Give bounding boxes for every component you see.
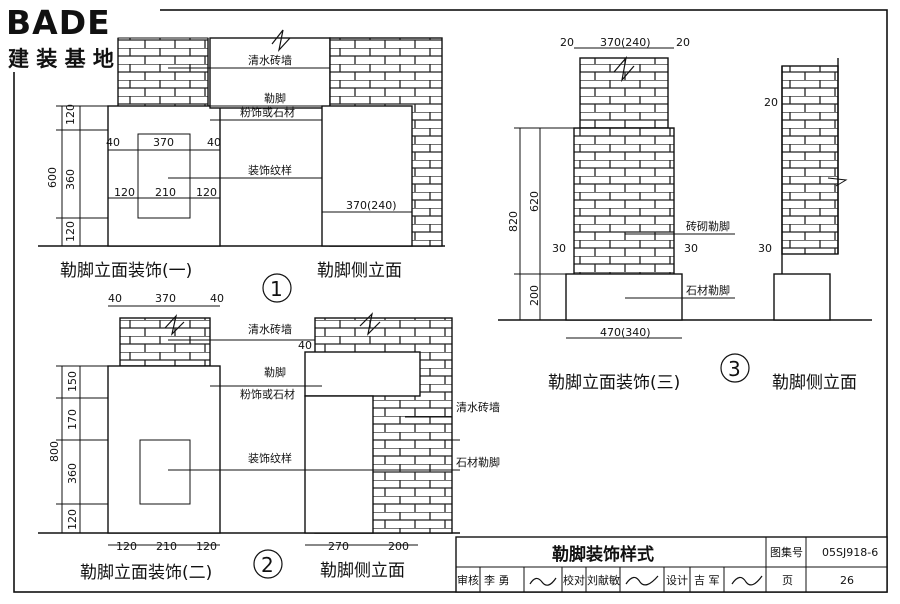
dim-120-b: 120	[196, 186, 217, 199]
fig2-side-title: 勒脚侧立面	[320, 561, 405, 581]
check-label: 校对	[563, 573, 585, 587]
dim-30-left: 30	[552, 242, 566, 255]
dim-40-right: 40	[207, 136, 221, 149]
design-label: 设计	[666, 574, 688, 587]
fig3-number-circle	[720, 353, 750, 383]
checker-signature	[625, 575, 659, 586]
dim-40-left: 40	[106, 136, 120, 149]
dim-270: 270	[328, 540, 349, 553]
dim-210: 210	[156, 540, 177, 553]
fig1-side-title: 勒脚侧立面	[317, 261, 402, 281]
dim-360: 360	[64, 169, 77, 190]
decoration-panel	[137, 133, 191, 219]
dim-370-240: 370(240)	[346, 199, 397, 212]
stone-plinth	[565, 273, 683, 321]
figure-1: 120 360 120 600 40 370 40 120 210 120 37…	[38, 29, 445, 303]
side-plinth	[304, 395, 374, 534]
note-brick-wall: 清水砖墙	[248, 322, 292, 336]
fig1-number-circle	[262, 273, 292, 303]
dim-40-right: 40	[210, 292, 224, 305]
dim-120-top: 120	[64, 104, 77, 125]
dim-620: 620	[528, 191, 541, 212]
break-mark	[613, 55, 635, 83]
dim-200: 200	[528, 285, 541, 306]
plinth-front	[107, 365, 221, 534]
atlas-number: 05SJ918-6	[822, 546, 878, 559]
designer-name: 吉 军	[694, 574, 720, 587]
checker-name: 刘献敏	[587, 573, 620, 587]
review-label: 审核	[457, 573, 479, 587]
side-cap	[304, 351, 421, 397]
side-stone-plinth	[773, 273, 831, 321]
note-brick-wall-side: 清水砖墙	[456, 400, 500, 414]
dim-370-240: 370(240)	[600, 36, 651, 49]
designer-signature	[731, 575, 763, 586]
figure-3: 20 370(240) 20 620 200 820 30 30 470(340…	[498, 36, 872, 393]
fig3-number: 3	[728, 357, 741, 381]
note-plaster-stone: 粉饰或石材	[240, 387, 295, 401]
sheet-border	[13, 9, 888, 593]
dim-20-right: 20	[676, 36, 690, 49]
reviewer-name: 李 勇	[484, 573, 510, 587]
dim-120: 120	[66, 509, 79, 530]
plinth-front	[107, 105, 221, 247]
dim-170: 170	[66, 409, 79, 430]
logo-brand: BADE	[6, 3, 111, 42]
note-plaster-stone: 粉饰或石材	[240, 105, 295, 119]
brick-wall	[119, 317, 211, 367]
figure-2: 40 370 40 150 170 360 120 800 120 210 12…	[38, 292, 500, 583]
dim-210: 210	[155, 186, 176, 199]
dim-120-bottom: 120	[64, 221, 77, 242]
dim-120-a: 120	[116, 540, 137, 553]
dim-370: 370	[153, 136, 174, 149]
note-plinth: 勒脚	[264, 91, 286, 105]
dim-40-side: 40	[298, 339, 312, 352]
page-label: 页	[782, 574, 793, 587]
dim-120-b: 120	[196, 540, 217, 553]
dim-150: 150	[66, 371, 79, 392]
dim-360: 360	[66, 463, 79, 484]
title-block: 勒脚装饰样式 图集号 05SJ918-6 审核 李 勇 校对 刘献敏 设计 吉 …	[455, 536, 888, 593]
fig2-number: 2	[261, 553, 274, 577]
fig2-number-circle	[253, 549, 283, 579]
dim-120-a: 120	[114, 186, 135, 199]
dim-600: 600	[46, 167, 59, 188]
note-stone-plinth: 石材勒脚	[456, 455, 500, 469]
brick-plinth	[573, 127, 675, 275]
break-mark	[164, 313, 185, 336]
dim-200: 200	[388, 540, 409, 553]
note-pattern: 装饰纹样	[248, 163, 292, 177]
note-plinth: 勒脚	[264, 365, 286, 379]
fig2-front-title: 勒脚立面装饰(二)	[80, 563, 212, 583]
logo-subtitle: 建 装 基 地	[8, 47, 114, 71]
decoration-panel	[139, 439, 191, 505]
fig3-front-title: 勒脚立面装饰(三)	[548, 373, 680, 393]
dim-820: 820	[507, 211, 520, 232]
reviewer-signature	[529, 577, 557, 586]
note-brick-wall: 清水砖墙	[248, 53, 292, 67]
dim-30-right: 30	[684, 242, 698, 255]
note-stone-plinth: 石材勒脚	[686, 283, 730, 297]
brick-wall	[117, 37, 209, 107]
sheet-title: 勒脚装饰样式	[552, 544, 654, 565]
side-brick-wall	[781, 65, 839, 255]
dim-470-340: 470(340)	[600, 326, 651, 339]
fig1-number: 1	[270, 277, 283, 301]
atlas-label: 图集号	[770, 545, 803, 559]
dim-20-left: 20	[560, 36, 574, 49]
fig3-side-title: 勒脚侧立面	[772, 373, 857, 393]
dim-370: 370	[155, 292, 176, 305]
note-brick-plinth: 砖砌勒脚	[686, 219, 730, 233]
page-number: 26	[840, 574, 854, 587]
dim-20-side: 20	[764, 96, 778, 109]
dim-800: 800	[48, 441, 61, 462]
dim-40-left: 40	[108, 292, 122, 305]
side-plinth	[321, 105, 413, 247]
fig1-front-title: 勒脚立面装饰(一)	[60, 261, 192, 281]
break-mark	[271, 29, 291, 52]
note-pattern: 装饰纹样	[248, 451, 292, 465]
dim-30-side: 30	[758, 242, 772, 255]
